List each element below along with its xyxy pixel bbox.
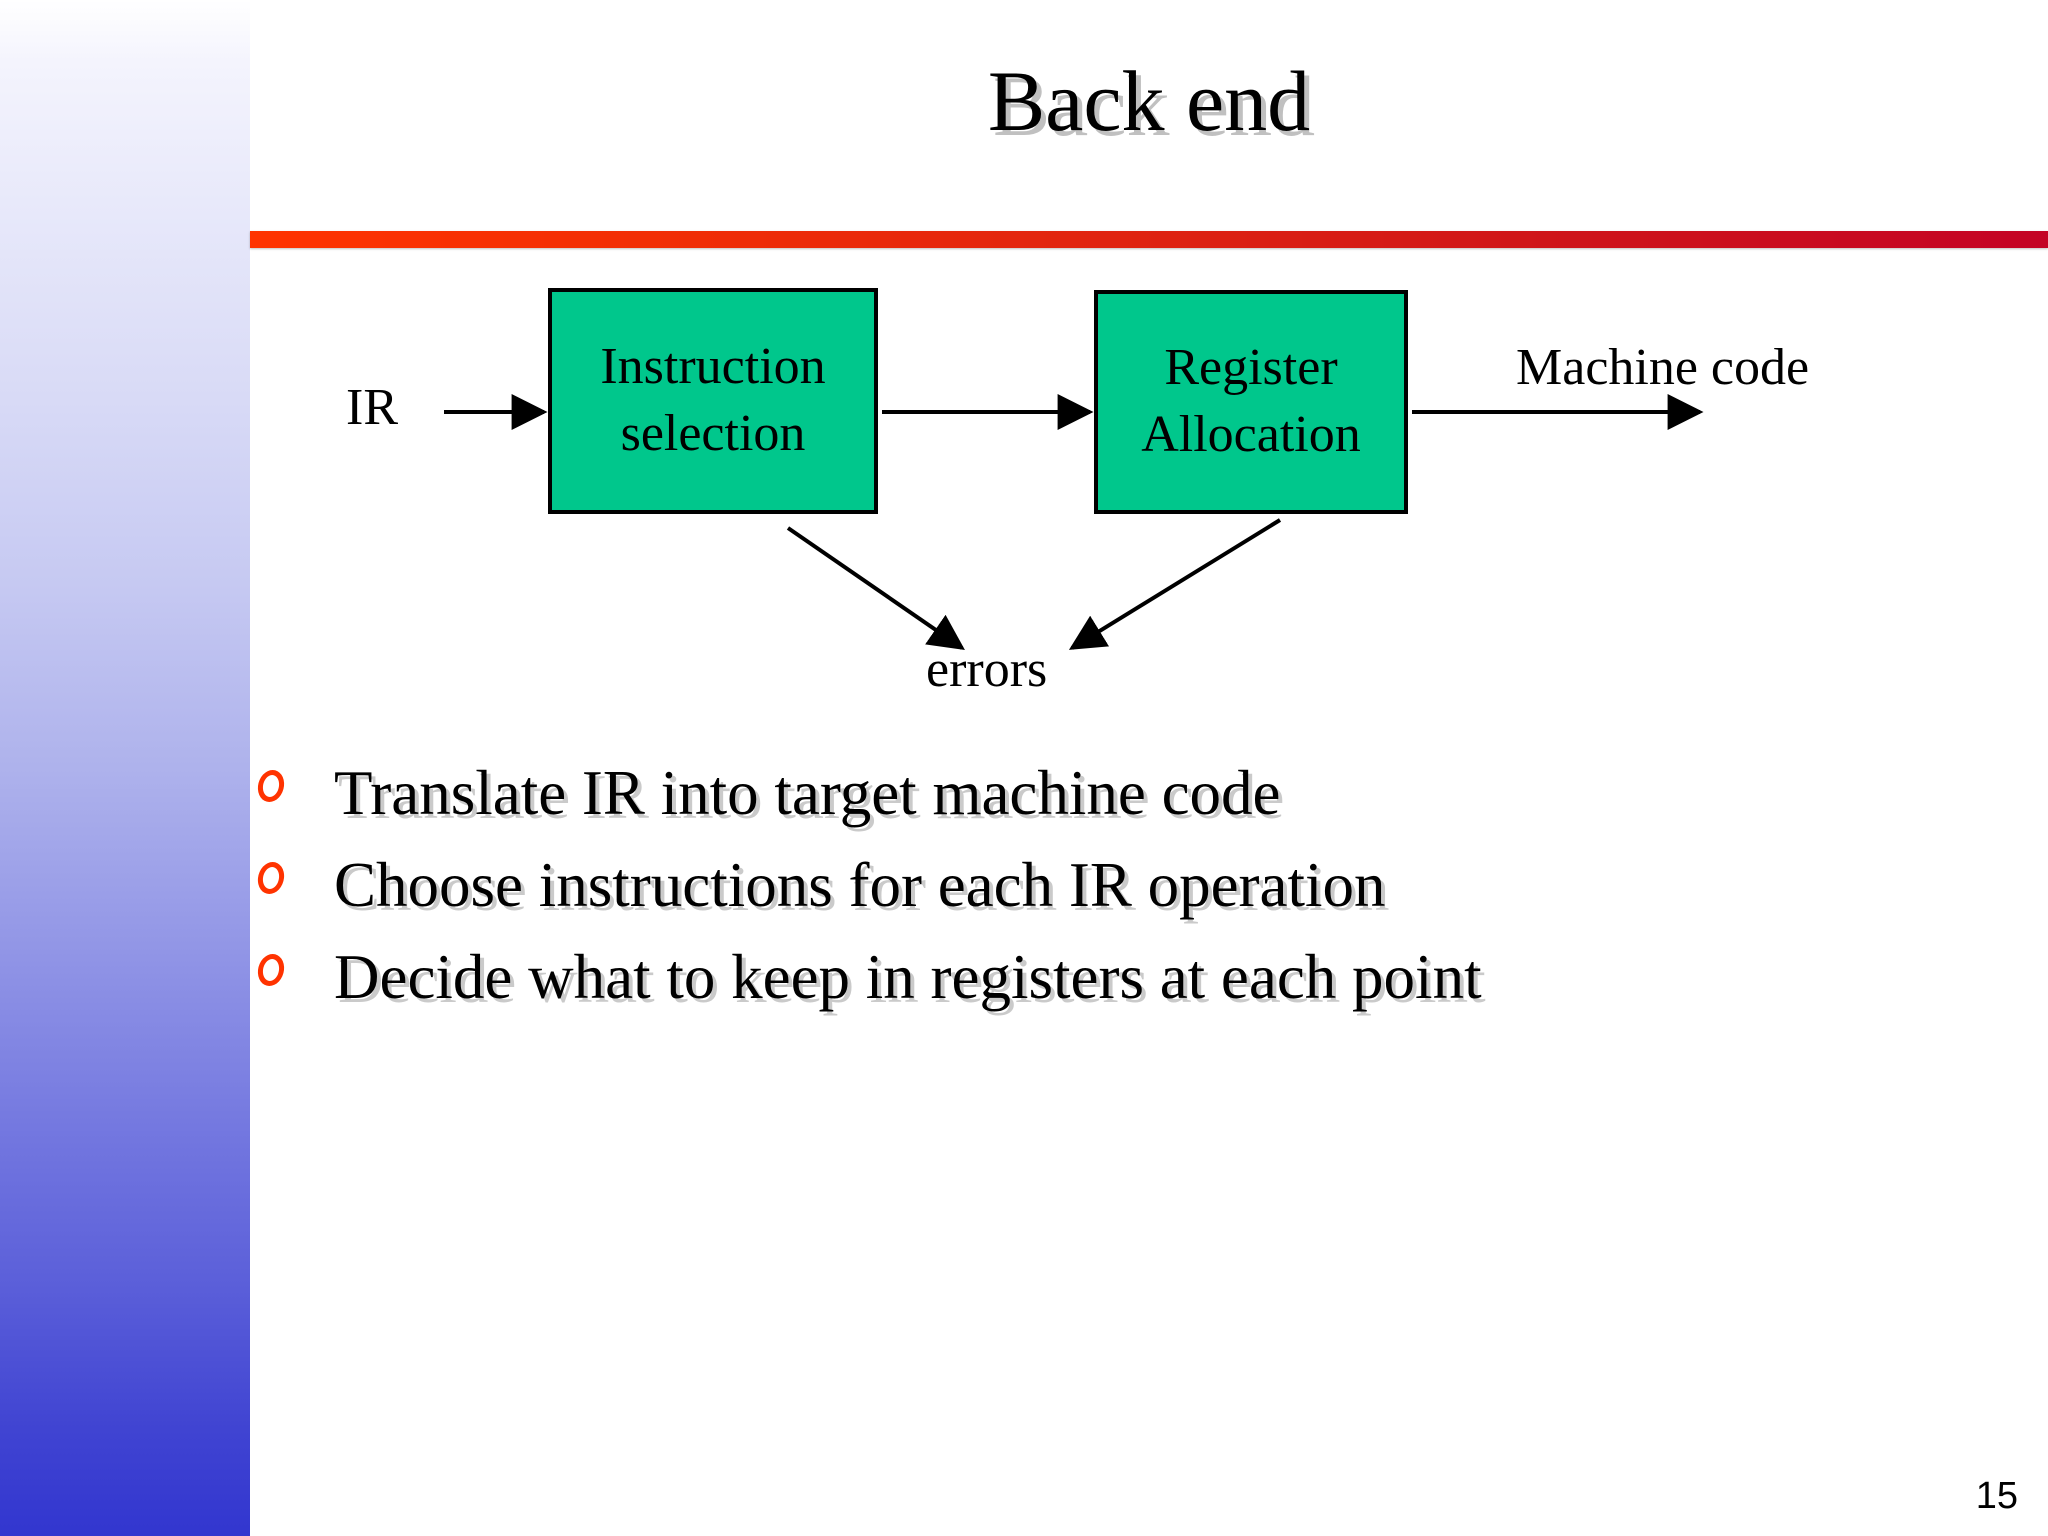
list-item: Choose instructions for each IR operatio…: [258, 854, 1958, 946]
box-label-line1: Instruction: [600, 338, 826, 396]
box-label-line2: Allocation: [1141, 406, 1361, 463]
page-number: 15: [1975, 1475, 2018, 1517]
diagram-label-errors: errors: [926, 641, 1048, 698]
page-title: Back end: [987, 53, 1311, 149]
box-label-line2: selection: [620, 405, 806, 462]
diagram-label-machine-code: Machine code: [1516, 339, 1810, 396]
bullet-ring-icon: [258, 770, 292, 808]
title-divider-rule: [250, 231, 2048, 248]
bullet-ring-icon: [258, 954, 292, 992]
arrow-register-allocation-to-errors: [1068, 518, 1282, 650]
bullet-list: Translate IR into target machine code Ch…: [258, 762, 1958, 1038]
bullet-text: Choose instructions for each IR operatio…: [334, 850, 1386, 920]
sidebar-gradient-band: [0, 0, 250, 1536]
diagram-label-ir: IR: [346, 379, 398, 436]
bullet-text: Translate IR into target machine code: [334, 758, 1281, 828]
bullet-text: Decide what to keep in registers at each…: [334, 942, 1482, 1012]
diagram-box-instruction-selection[interactable]: Instruction selection: [548, 288, 878, 514]
list-item: Decide what to keep in registers at each…: [258, 946, 1958, 1038]
bullet-ring-icon: [258, 862, 292, 900]
arrow-instruction-selection-to-errors: [786, 526, 965, 651]
diagram-box-register-allocation[interactable]: Register Allocation: [1094, 290, 1408, 514]
list-item: Translate IR into target machine code: [258, 762, 1958, 854]
box-label-line1: Register: [1164, 339, 1338, 397]
